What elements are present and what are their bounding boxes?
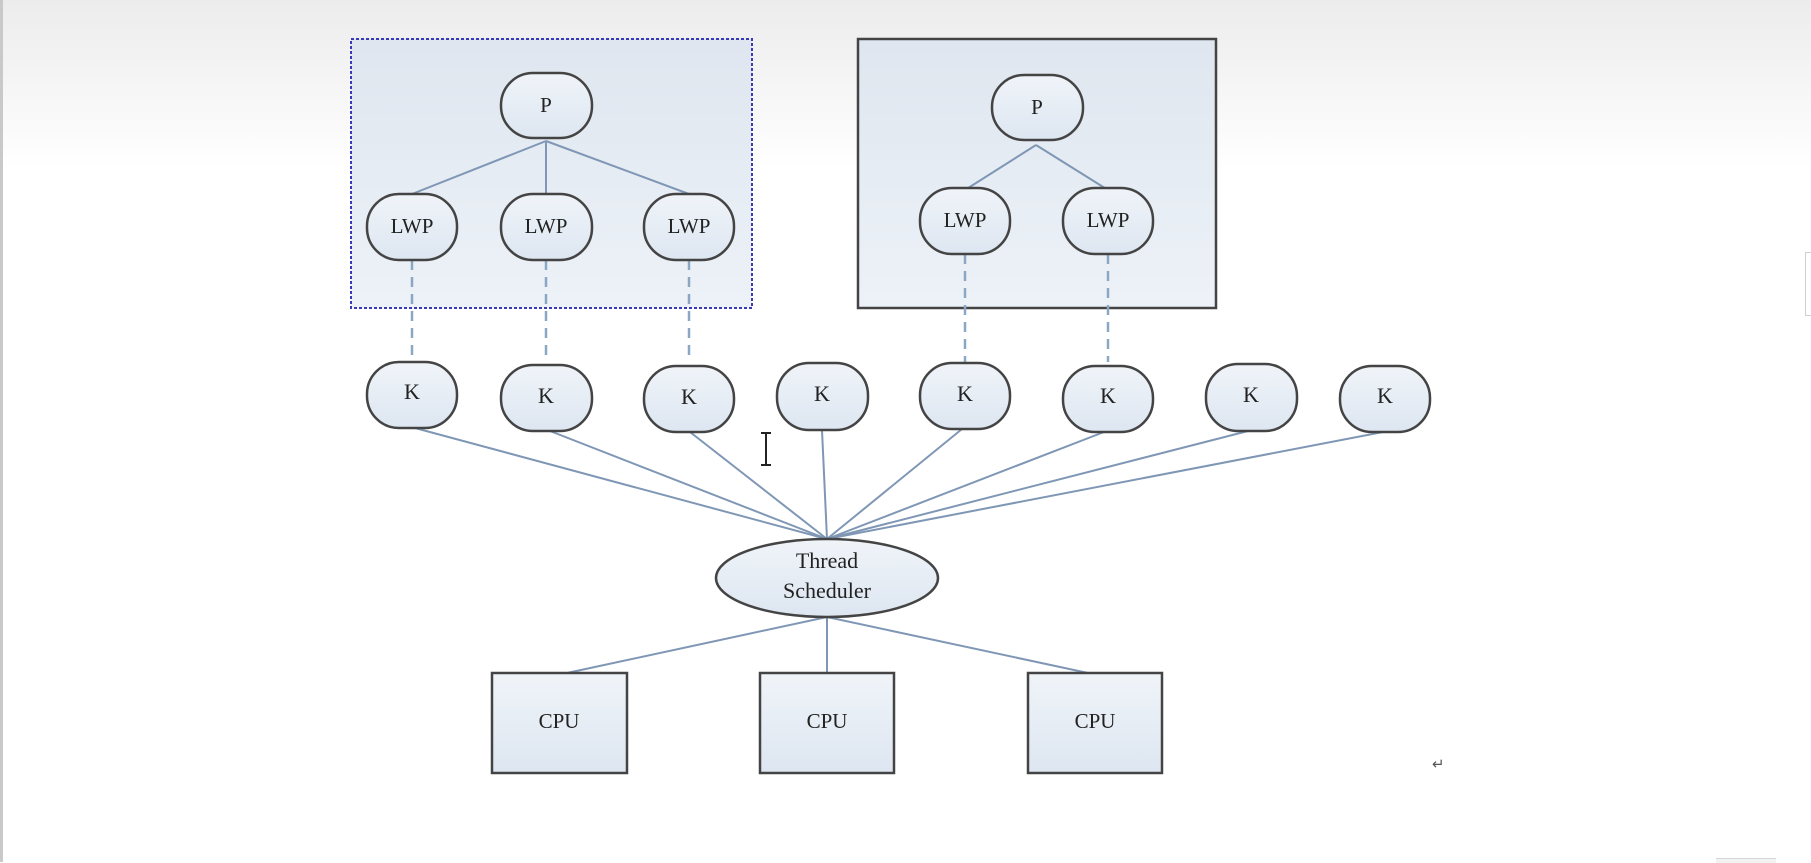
lwp-label: LWP	[525, 214, 568, 238]
lwp-label: LWP	[391, 214, 434, 238]
kernel-thread-node: K	[1204, 362, 1299, 433]
window-left-edge	[0, 0, 3, 862]
process-node: P	[990, 73, 1085, 142]
lwp-label: LWP	[668, 214, 711, 238]
process-node: P	[499, 71, 594, 140]
lwp-label: LWP	[1087, 208, 1130, 232]
lwp-label: LWP	[944, 208, 987, 232]
kernel-thread-node: K	[365, 360, 459, 430]
kernel-thread-label: K	[814, 381, 830, 406]
kernel-scheduler-edges	[414, 427, 1384, 540]
kernel-thread-node: K	[642, 364, 736, 434]
kernel-thread-node: K	[918, 361, 1012, 431]
lwp-node: LWP	[642, 192, 736, 262]
thread-scheduler-node: Thread Scheduler	[714, 537, 940, 619]
kernel-thread-node: K	[1061, 364, 1155, 434]
process-lwp-edges	[411, 140, 1109, 195]
kernel-thread-label: K	[957, 381, 973, 406]
kernel-thread-node: K	[1338, 364, 1432, 434]
cpu-label: CPU	[807, 709, 848, 733]
kernel-thread-node: K	[499, 363, 594, 433]
kernel-thread-label: K	[1377, 383, 1393, 408]
kernel-thread-label: K	[681, 384, 697, 409]
kernel-thread-label: K	[538, 383, 554, 408]
bottom-scroll-stub	[1716, 858, 1776, 863]
kernel-thread-label: K	[1100, 383, 1116, 408]
cpu-node: CPU	[490, 671, 629, 775]
process-label: P	[1031, 95, 1043, 119]
i-beam-cursor-icon	[761, 432, 771, 466]
lwp-node: LWP	[499, 192, 594, 262]
paragraph-return-icon: ↵	[1432, 755, 1445, 773]
scheduler-label-line2: Scheduler	[783, 578, 872, 603]
lwp-node: LWP	[918, 186, 1012, 256]
ruler-tab[interactable]	[1805, 252, 1811, 316]
cpu-node: CPU	[758, 671, 896, 775]
cpu-label: CPU	[1075, 709, 1116, 733]
process-label: P	[540, 93, 552, 117]
cpu-node: CPU	[1026, 671, 1164, 775]
lwp-node: LWP	[365, 192, 459, 262]
kernel-thread-node: K	[775, 361, 870, 432]
scheduler-cpu-edges	[566, 616, 1089, 674]
kernel-thread-label: K	[1243, 382, 1259, 407]
lwp-node: LWP	[1061, 186, 1155, 256]
lwp-kernel-edges	[410, 254, 1110, 362]
cpu-label: CPU	[539, 709, 580, 733]
kernel-thread-label: K	[404, 379, 420, 404]
scheduler-label-line1: Thread	[796, 548, 858, 573]
